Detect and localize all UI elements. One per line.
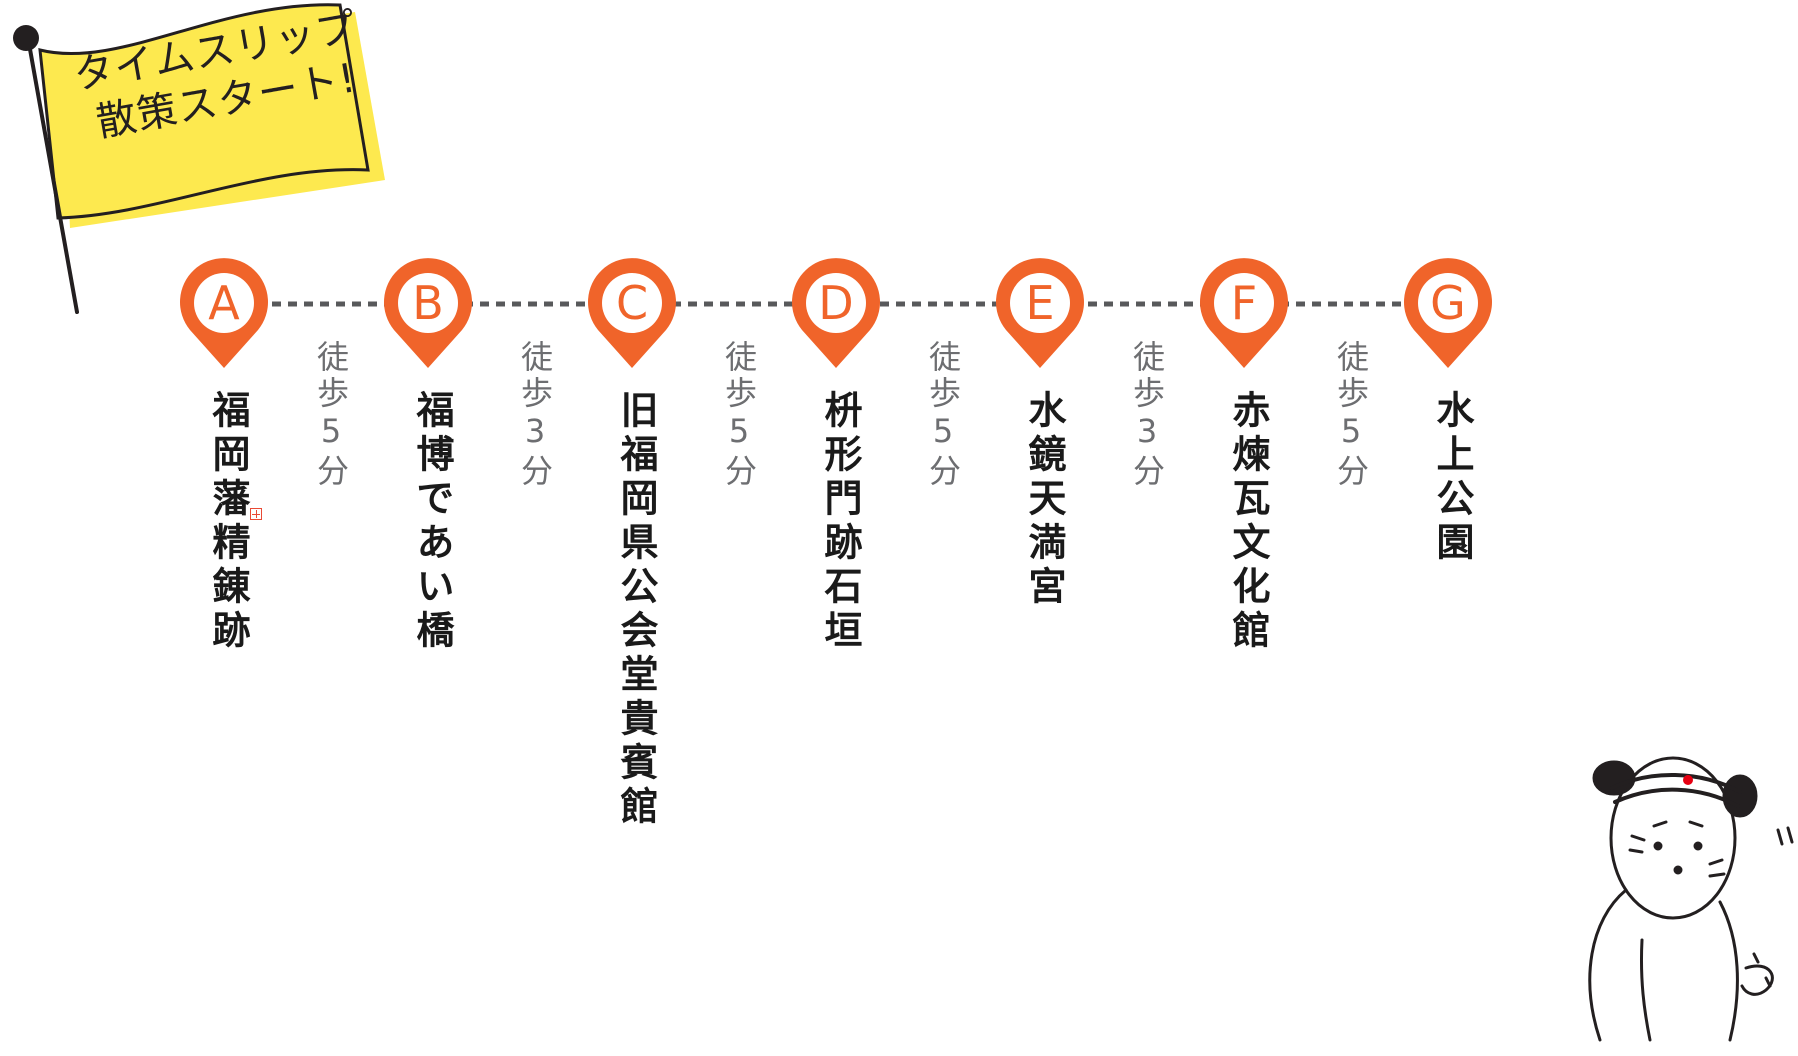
start-flag (13, 3, 385, 314)
map-pin-icon (792, 258, 880, 368)
stop-name-e: 水鏡天満宮 (1022, 390, 1066, 610)
stop-name-g: 水上公園 (1430, 390, 1474, 566)
stop-letter-e: E (1025, 276, 1055, 330)
stop-pin-e: E (994, 258, 1086, 370)
stop-pin-a: A (178, 258, 270, 370)
stop-letter-g: G (1430, 276, 1466, 330)
walk-time-5: 徒歩3分 (1128, 340, 1166, 490)
map-pin-icon (1404, 258, 1492, 368)
mascot-illustration (1588, 756, 1794, 1042)
walk-time-3: 徒歩5分 (720, 340, 758, 490)
stop-letter-a: A (208, 276, 240, 330)
map-pin-icon (588, 258, 676, 368)
flag-pole (26, 36, 79, 314)
stop-name-c: 旧福岡県公会堂貴賓館 (614, 390, 658, 830)
stop-name-a: 福岡藩精錬跡 (206, 390, 250, 654)
stop-pin-f: F (1198, 258, 1290, 370)
stop-name-d: 枡形門跡石垣 (818, 390, 862, 654)
map-pin-icon (180, 258, 268, 368)
map-pin-icon (996, 258, 1084, 368)
stop-letter-f: F (1230, 276, 1258, 330)
stop-letter-c: C (615, 276, 649, 330)
walk-time-1: 徒歩5分 (312, 340, 350, 490)
stop-name-b: 福博であい橋 (410, 390, 454, 654)
flag-pole-knob (13, 25, 39, 51)
stop-pin-d: D (790, 258, 882, 370)
stop-pin-b: B (382, 258, 474, 370)
stop-pin-c: C (586, 258, 678, 370)
stop-letter-d: D (818, 276, 854, 330)
map-pin-icon (1200, 258, 1288, 368)
stop-name-f: 赤煉瓦文化館 (1226, 390, 1270, 654)
walk-time-4: 徒歩5分 (924, 340, 962, 490)
map-pin-icon (384, 258, 472, 368)
flag-cloth (38, 3, 370, 220)
stop-letter-b: B (412, 276, 444, 330)
walk-time-6: 徒歩5分 (1332, 340, 1370, 490)
stop-pin-g: G (1402, 258, 1494, 370)
walk-time-2: 徒歩3分 (516, 340, 554, 490)
small-map-mark (250, 508, 262, 520)
